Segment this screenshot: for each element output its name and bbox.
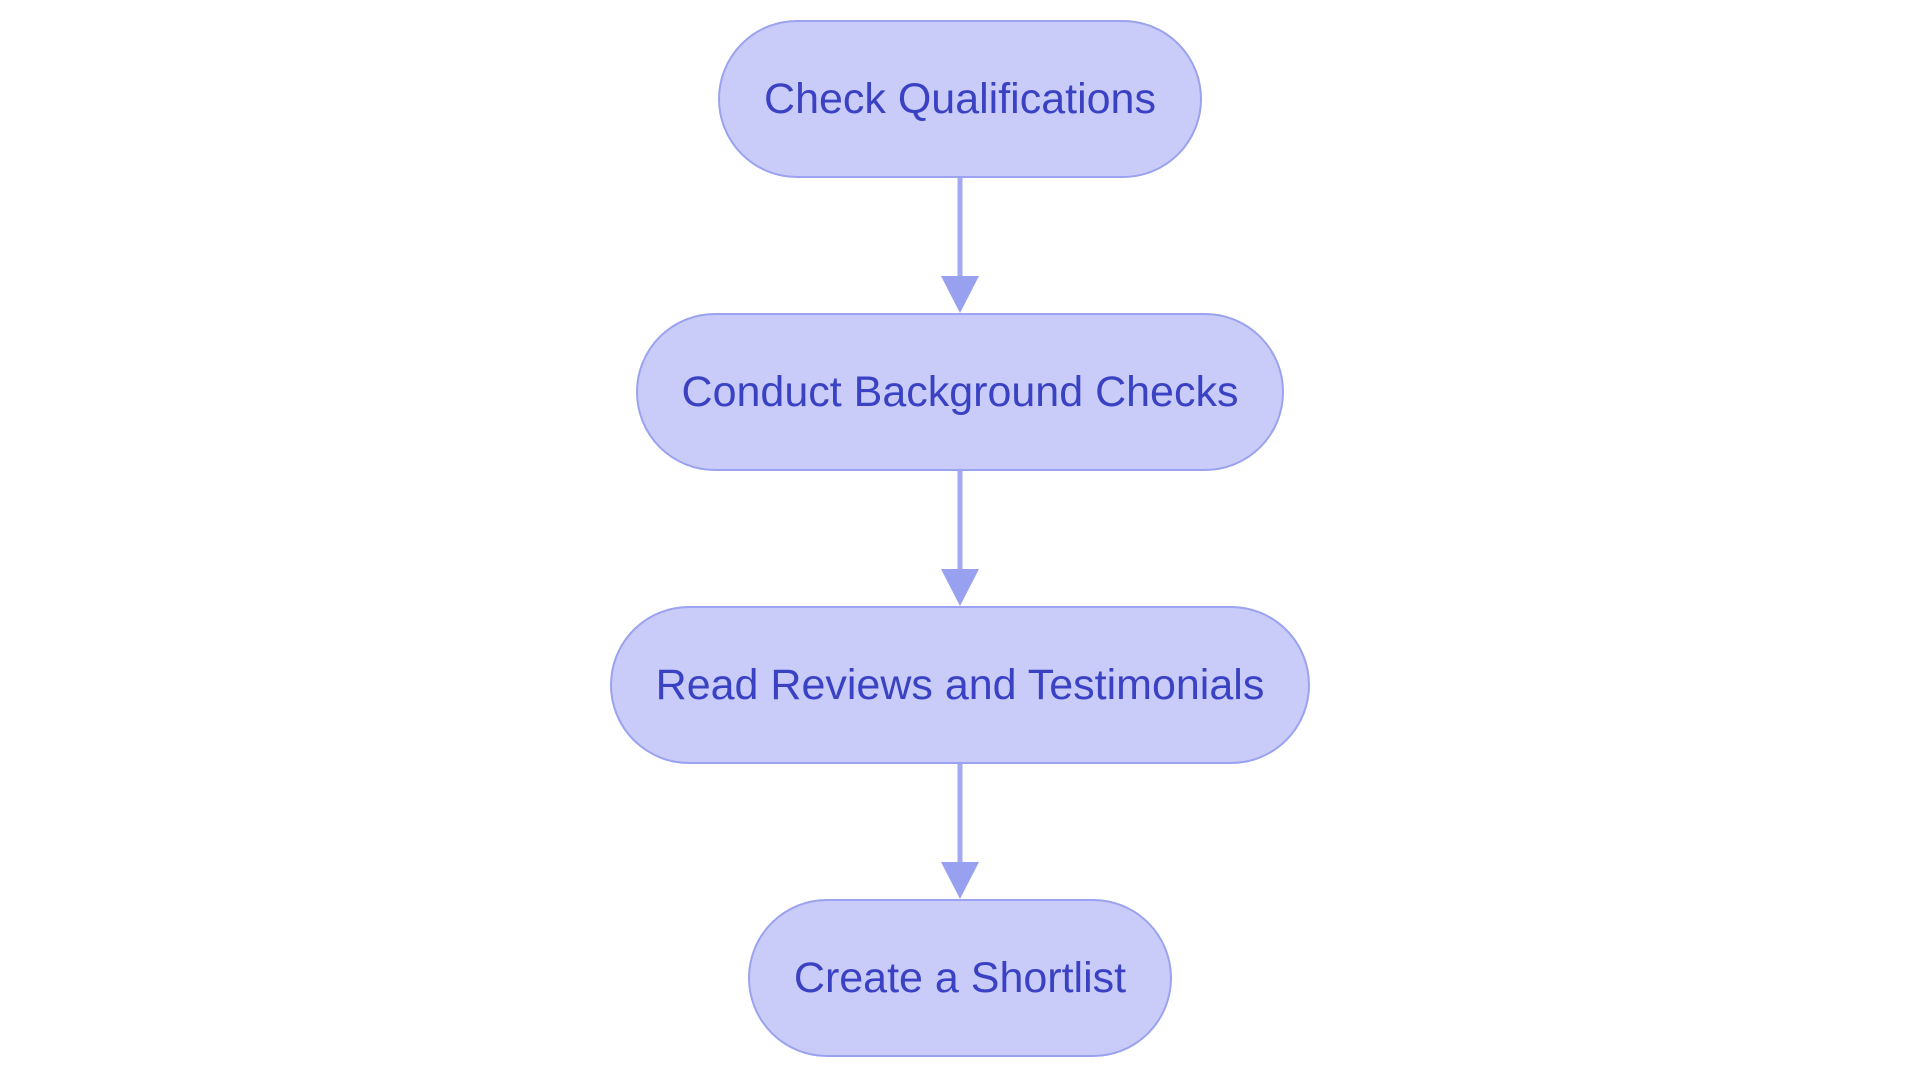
arrow-conduct-background-checks-to-read-reviews — [938, 471, 982, 606]
arrow-line — [957, 764, 963, 869]
node-label: Check Qualifications — [764, 74, 1156, 123]
flow-node-conduct-background-checks: Conduct Background Checks — [635, 313, 1285, 471]
arrow-down-icon — [941, 569, 979, 606]
flow-node-create-a-shortlist: Create a Shortlist — [747, 899, 1173, 1057]
arrow-down-icon — [941, 276, 979, 313]
arrow-down-icon — [941, 862, 979, 899]
node-label: Read Reviews and Testimonials — [655, 660, 1265, 709]
node-label: Conduct Background Checks — [681, 367, 1239, 416]
flow-node-check-qualifications: Check Qualifications — [718, 20, 1202, 178]
arrow-line — [957, 471, 963, 576]
arrow-read-reviews-to-create-a-shortlist — [938, 764, 982, 899]
arrow-line — [957, 178, 963, 283]
flow-node-read-reviews-and-testimonials: Read Reviews and Testimonials — [609, 606, 1311, 764]
arrow-check-qualifications-to-conduct-background-checks — [938, 178, 982, 313]
node-label: Create a Shortlist — [793, 953, 1127, 1002]
